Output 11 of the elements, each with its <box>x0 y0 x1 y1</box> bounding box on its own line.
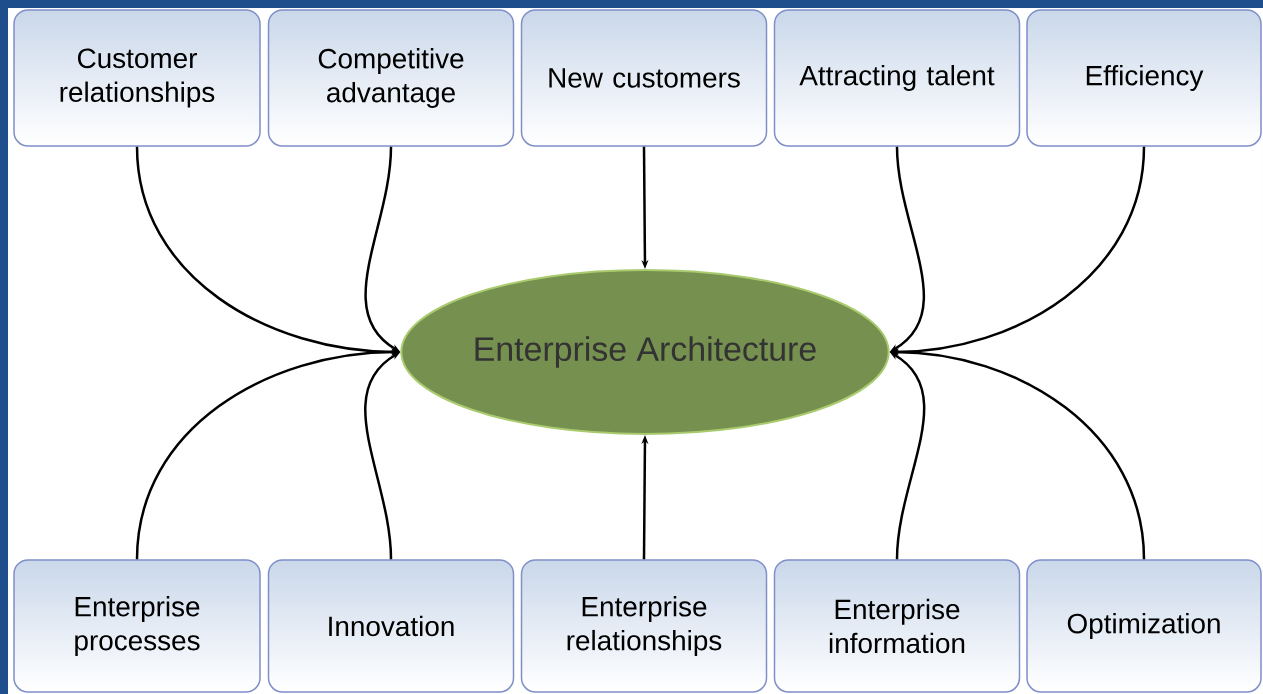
rounded-box: Enterprise relationships <box>520 559 768 693</box>
rounded-box: Competitive advantage <box>267 9 515 147</box>
rounded-box: Enterprise processes <box>13 559 261 693</box>
rounded-box: New customers <box>520 9 768 147</box>
rounded-box: Optimization <box>1026 559 1262 693</box>
rounded-box: Efficiency <box>1026 9 1262 147</box>
rounded-box: Enterprise information <box>773 559 1021 693</box>
rounded-box: Customer relationships <box>13 9 261 147</box>
oval-node: Enterprise Architecture <box>400 269 890 435</box>
rounded-box: Innovation <box>267 559 515 693</box>
rounded-box: Attracting talent <box>773 9 1021 147</box>
